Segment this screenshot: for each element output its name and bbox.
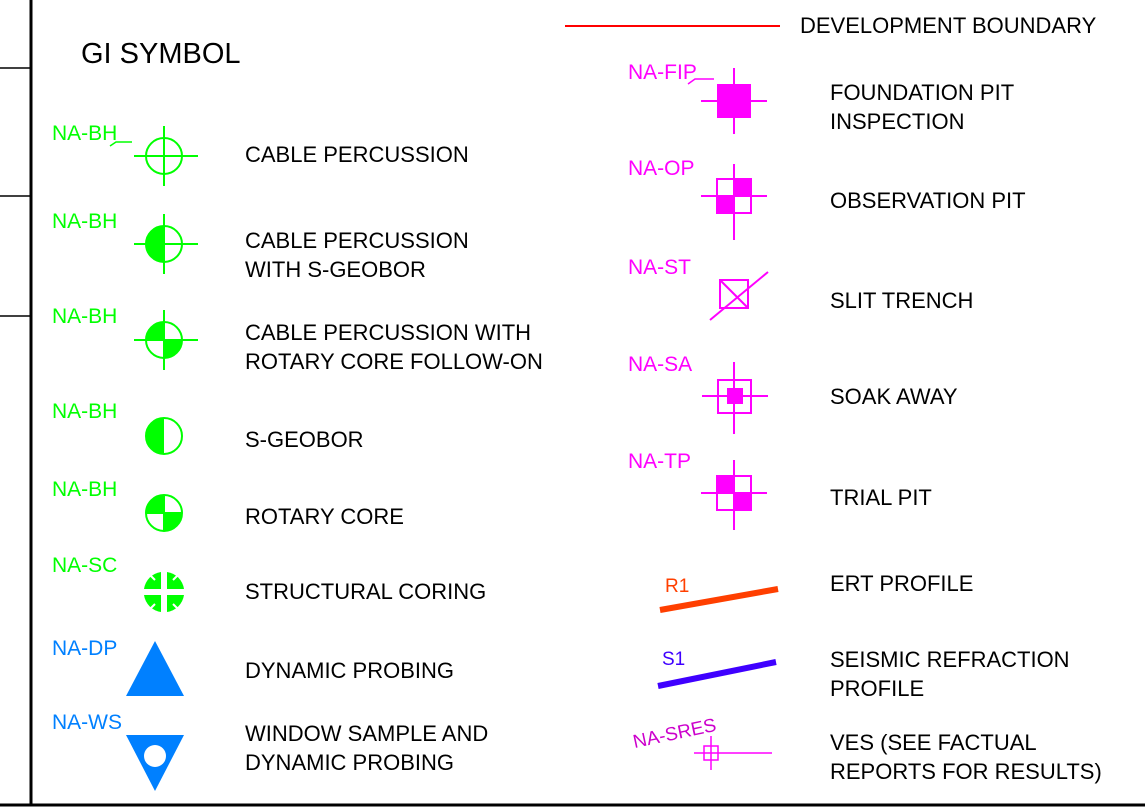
label-dynamic-probing: DYNAMIC PROBING <box>245 658 455 683</box>
label-soak-away: SOAK AWAY <box>830 384 958 409</box>
cable-percussion-rotary-icon <box>134 310 198 370</box>
cable-percussion-icon <box>109 126 198 186</box>
tag-na-bh-1: NA-BH <box>52 122 118 145</box>
tag-na-dp: NA-DP <box>52 637 118 660</box>
label-observation-pit: OBSERVATION PIT <box>830 188 1026 213</box>
label-seismic-profile: SEISMIC REFRACTION PROFILE <box>830 647 1070 701</box>
label-cable-percussion-sgeobor: CABLE PERCUSSION WITH S-GEOBOR <box>245 228 469 282</box>
cable-percussion-sgeobor-icon <box>134 214 198 274</box>
rotary-core-icon <box>145 494 183 532</box>
tag-na-sa: NA-SA <box>628 353 693 376</box>
dynamic-probing-icon <box>126 641 184 696</box>
sgeobor-icon <box>145 417 183 455</box>
label-structural-coring: STRUCTURAL CORING <box>245 579 487 604</box>
label-cable-percussion-rotary: CABLE PERCUSSION WITH ROTARY CORE FOLLOW… <box>245 320 543 374</box>
label-ert-profile: ERT PROFILE <box>830 571 974 596</box>
soak-away-icon <box>702 362 768 434</box>
tag-na-bh-4: NA-BH <box>52 400 118 423</box>
development-boundary-label: DEVELOPMENT BOUNDARY <box>800 13 1097 38</box>
label-trial-pit: TRIAL PIT <box>830 485 932 510</box>
legend-title: GI SYMBOL <box>81 38 241 70</box>
tag-na-sc: NA-SC <box>52 554 118 577</box>
observation-pit-icon <box>701 164 767 240</box>
window-sample-icon <box>126 735 184 791</box>
foundation-pit-icon <box>687 68 767 134</box>
label-ves: VES (SEE FACTUAL REPORTS FOR RESULTS) <box>830 730 1102 784</box>
tag-na-st: NA-ST <box>628 256 691 279</box>
slit-trench-icon <box>709 271 769 321</box>
ves-icon <box>694 736 772 770</box>
tag-na-op: NA-OP <box>628 157 695 180</box>
structural-coring-icon <box>144 572 184 612</box>
tag-na-bh-3: NA-BH <box>52 305 118 328</box>
tag-r1: R1 <box>665 576 690 597</box>
tag-na-bh-2: NA-BH <box>52 210 118 233</box>
trial-pit-icon <box>701 460 767 530</box>
tag-na-fip: NA-FIP <box>628 61 697 84</box>
tag-na-bh-5: NA-BH <box>52 478 118 501</box>
label-sgeobor: S-GEOBOR <box>245 427 364 452</box>
tag-na-ws: NA-WS <box>52 711 122 734</box>
label-cable-percussion: CABLE PERCUSSION <box>245 142 469 167</box>
tag-na-tp: NA-TP <box>628 450 691 473</box>
tag-s1: S1 <box>662 649 686 670</box>
label-foundation-pit: FOUNDATION PIT INSPECTION <box>830 80 1015 134</box>
seismic-profile-icon <box>657 659 777 689</box>
label-slit-trench: SLIT TRENCH <box>830 288 974 313</box>
label-rotary-core: ROTARY CORE <box>245 504 404 529</box>
ert-profile-icon <box>659 586 779 613</box>
label-window-sample: WINDOW SAMPLE AND DYNAMIC PROBING <box>245 721 489 775</box>
